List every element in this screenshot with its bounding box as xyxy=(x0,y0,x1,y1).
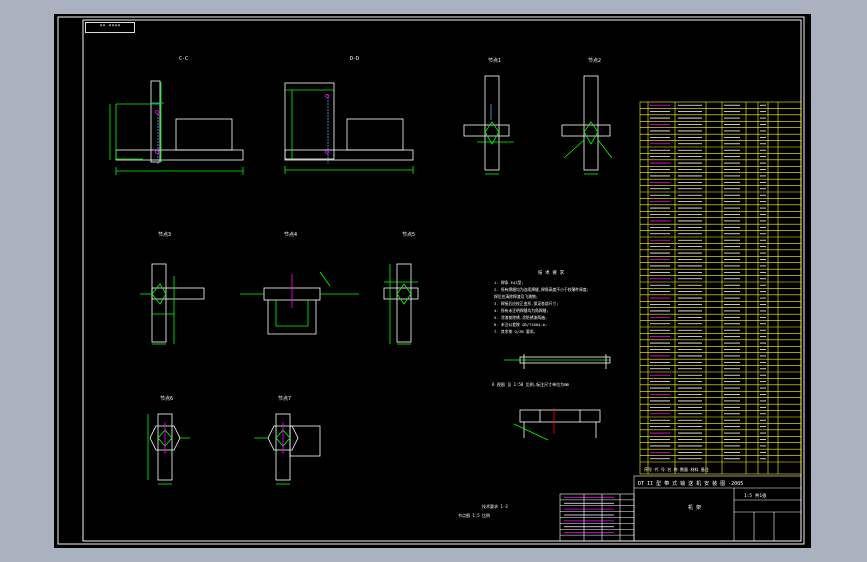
view-d-beam xyxy=(284,149,414,161)
view-label-n2: 节点2 xyxy=(588,58,601,64)
cad-viewport[interactable]: ** **** C-C D-D xyxy=(54,14,811,548)
drawing-stamp: ** **** xyxy=(85,22,135,33)
note-line: 4. 所有未注明焊缝均为角焊缝; xyxy=(494,308,549,313)
view-c-outline-left xyxy=(115,104,143,160)
note-line: 1. 焊条 E43型; xyxy=(494,280,524,285)
left-note-1: 技术要求 1-3 xyxy=(482,503,508,509)
note-line: 焊后应清除焊渣及飞溅物; xyxy=(494,294,538,299)
detail-node-4: 节点4 xyxy=(240,232,359,335)
note-line: 7. 其余按 Q/ZB 要求。 xyxy=(494,329,537,334)
title-block: DT II 型 带 式 输 送 机 安 装 图 -2005 1:5 共1张 机 … xyxy=(559,475,802,542)
detail-node-5: 节点5 xyxy=(383,232,419,345)
view-label-n6: 节点6 xyxy=(160,396,173,402)
view-label-n1: 节点1 xyxy=(488,58,501,64)
view-label-d: D-D xyxy=(350,56,359,62)
cad-drawing: C-C D-D xyxy=(57,16,805,545)
detail-node-2: 节点2 xyxy=(561,58,613,175)
note-line: 5. 涂漆前除锈,涂防锈漆两遍; xyxy=(494,315,547,320)
technical-notes: 技 术 要 求 1. 焊条 E43型; 2. 所有焊缝均为连续焊缝,焊角高度不小于… xyxy=(458,269,589,518)
detail-node-6: 节点6 xyxy=(147,396,190,485)
title-block-name: 机 架 xyxy=(688,504,701,511)
view-label-n7: 节点7 xyxy=(278,396,291,402)
notes-title: 技 术 要 求 xyxy=(538,269,565,276)
notes-lines: 1. 焊条 E43型; 2. 所有焊缝均为连续焊缝,焊角高度不小于较薄件厚度; 焊… xyxy=(494,280,589,334)
view-c-post xyxy=(150,80,161,163)
note-line: 3. 焊接后应校正变形,保证各部尺寸; xyxy=(494,301,559,306)
note-line: 6. 未注公差按 GB/T1804-m; xyxy=(494,322,547,327)
view-c-beam xyxy=(115,149,244,161)
view-label-n4: 节点4 xyxy=(284,232,297,238)
view-c-block xyxy=(175,118,233,151)
view-d-d: D-D xyxy=(284,56,414,174)
detail-node-3: 节点3 xyxy=(140,232,205,345)
title-block-title: DT II 型 带 式 输 送 机 安 装 图 -2005 xyxy=(638,480,743,487)
view-c-c: C-C xyxy=(109,56,244,175)
left-note-2: 节点图 1:5 比例 xyxy=(458,512,490,518)
bom-footer: 序号 代 号 名 称 数量 材料 备注 xyxy=(644,466,709,472)
bom-table: 序号 代 号 名 称 数量 材料 备注 xyxy=(639,101,802,475)
detail-node-1: 节点1 xyxy=(463,58,514,175)
view-label-n3: 节点3 xyxy=(158,232,171,238)
view-label-c: C-C xyxy=(179,56,188,62)
title-block-scale: 1:5 共1张 xyxy=(744,492,767,499)
drawing-frame xyxy=(82,19,802,542)
detail-node-7: 节点7 xyxy=(254,396,321,485)
note-line: 2. 所有焊缝均为连续焊缝,焊角高度不小于较薄件厚度; xyxy=(494,287,589,292)
detail-node-8 xyxy=(504,354,611,441)
note-extra: A 视图 见 1:50 比例,标注尺寸单位为mm xyxy=(492,381,569,387)
outer-frame xyxy=(57,16,805,545)
view-label-n5: 节点5 xyxy=(402,232,415,238)
view-d-block xyxy=(346,118,404,151)
title-rows xyxy=(560,494,634,541)
view-d-post xyxy=(284,82,335,160)
